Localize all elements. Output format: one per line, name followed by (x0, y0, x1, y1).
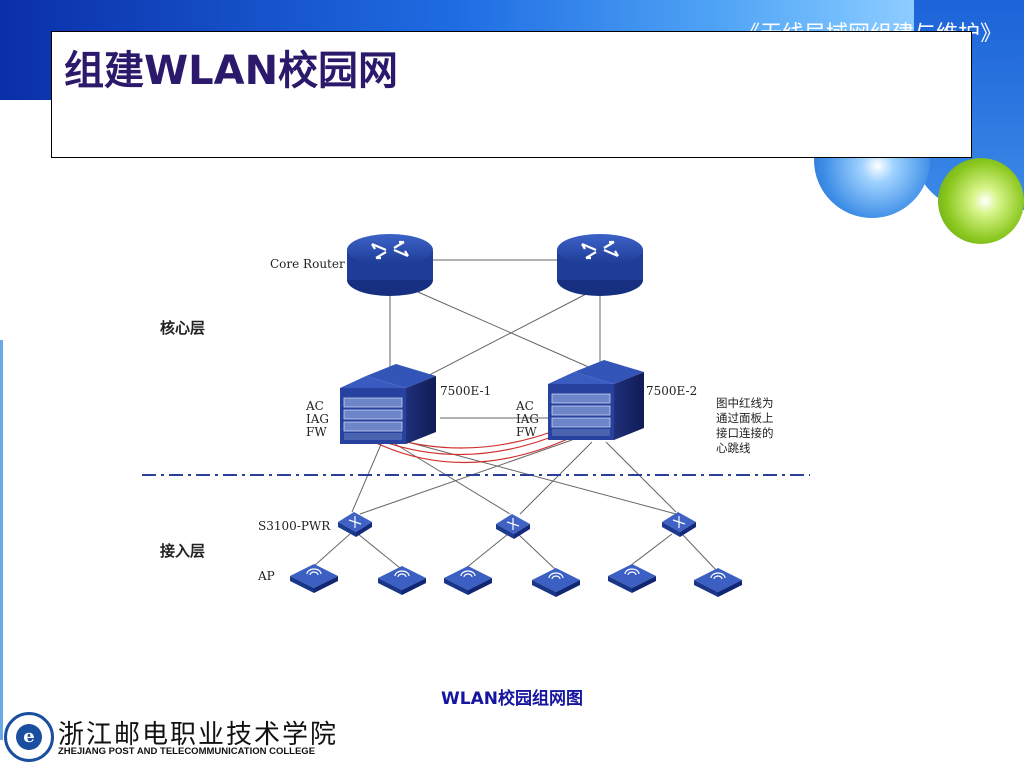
chassis-switch-1 (340, 364, 436, 444)
note-line: 心跳线 (716, 441, 751, 455)
label-access-layer: 接入层 (160, 542, 205, 560)
college-name-cn: 浙江邮电职业技术学院 (58, 720, 339, 750)
core-router-1 (347, 234, 433, 296)
label-fw-1: FW (306, 425, 327, 439)
heartbeat-note: 图中红线为 通过面板上 接口连接的 心跳线 (716, 396, 800, 456)
link-acc3-ap5 (629, 533, 673, 567)
label-core-router: Core Router (270, 257, 345, 271)
label-core-layer: 核心层 (160, 319, 205, 337)
access-point-2 (378, 566, 426, 595)
access-switch-2 (496, 514, 530, 539)
access-point-4 (532, 568, 580, 597)
label-ac-1: AC (305, 399, 324, 413)
access-point-6 (694, 568, 742, 597)
access-point-5 (608, 564, 656, 593)
label-iag-2: IAG (516, 412, 539, 426)
note-line: 图中红线为 (716, 396, 774, 410)
note-line: 通过面板上 (716, 411, 774, 425)
chassis-switch-2 (548, 360, 644, 440)
link-acc2-ap4 (517, 533, 557, 571)
link-router2-switch1 (411, 291, 591, 385)
college-emblem-icon: e (4, 712, 54, 762)
link-sw2-acc1 (359, 439, 573, 515)
label-switch-1: 7500E-1 (440, 384, 491, 398)
label-ap: AP (257, 569, 275, 583)
core-router-2 (557, 234, 643, 296)
link-acc1-ap1 (313, 533, 351, 567)
access-point-3 (444, 566, 492, 595)
label-fw-2: FW (516, 425, 537, 439)
title-box: 组建WLAN校园网 (51, 31, 972, 158)
link-sw1-acc3 (399, 439, 677, 515)
link-router1-switch2 (417, 291, 601, 373)
slide-title: 组建WLAN校园网 (64, 48, 399, 94)
access-point-1 (290, 564, 338, 593)
note-line: 接口连接的 (716, 426, 774, 440)
figure-caption: WLAN校园组网图 (441, 689, 583, 709)
access-switch-3 (662, 512, 696, 537)
access-switch-1 (338, 512, 372, 537)
link-sw2-acc2 (519, 441, 593, 515)
label-ac-2: AC (515, 399, 534, 413)
link-sw2-acc3 (605, 441, 677, 513)
label-switch-2: 7500E-2 (646, 384, 697, 398)
link-sw1-acc1 (351, 441, 383, 513)
decorative-green-ball (938, 158, 1024, 244)
link-acc1-ap2 (357, 533, 401, 569)
label-iag-1: IAG (306, 412, 329, 426)
link-sw1-acc2 (391, 441, 511, 515)
left-accent-stripe (0, 340, 3, 740)
college-logo: e 浙江邮电职业技术学院 ZHEJIANG POST AND TELECOMMU… (2, 712, 336, 766)
link-acc2-ap3 (465, 533, 509, 569)
label-s3100: S3100-PWR (258, 519, 331, 533)
link-acc3-ap6 (681, 533, 717, 571)
college-name-en: ZHEJIANG POST AND TELECOMMUNICATION COLL… (58, 746, 316, 757)
